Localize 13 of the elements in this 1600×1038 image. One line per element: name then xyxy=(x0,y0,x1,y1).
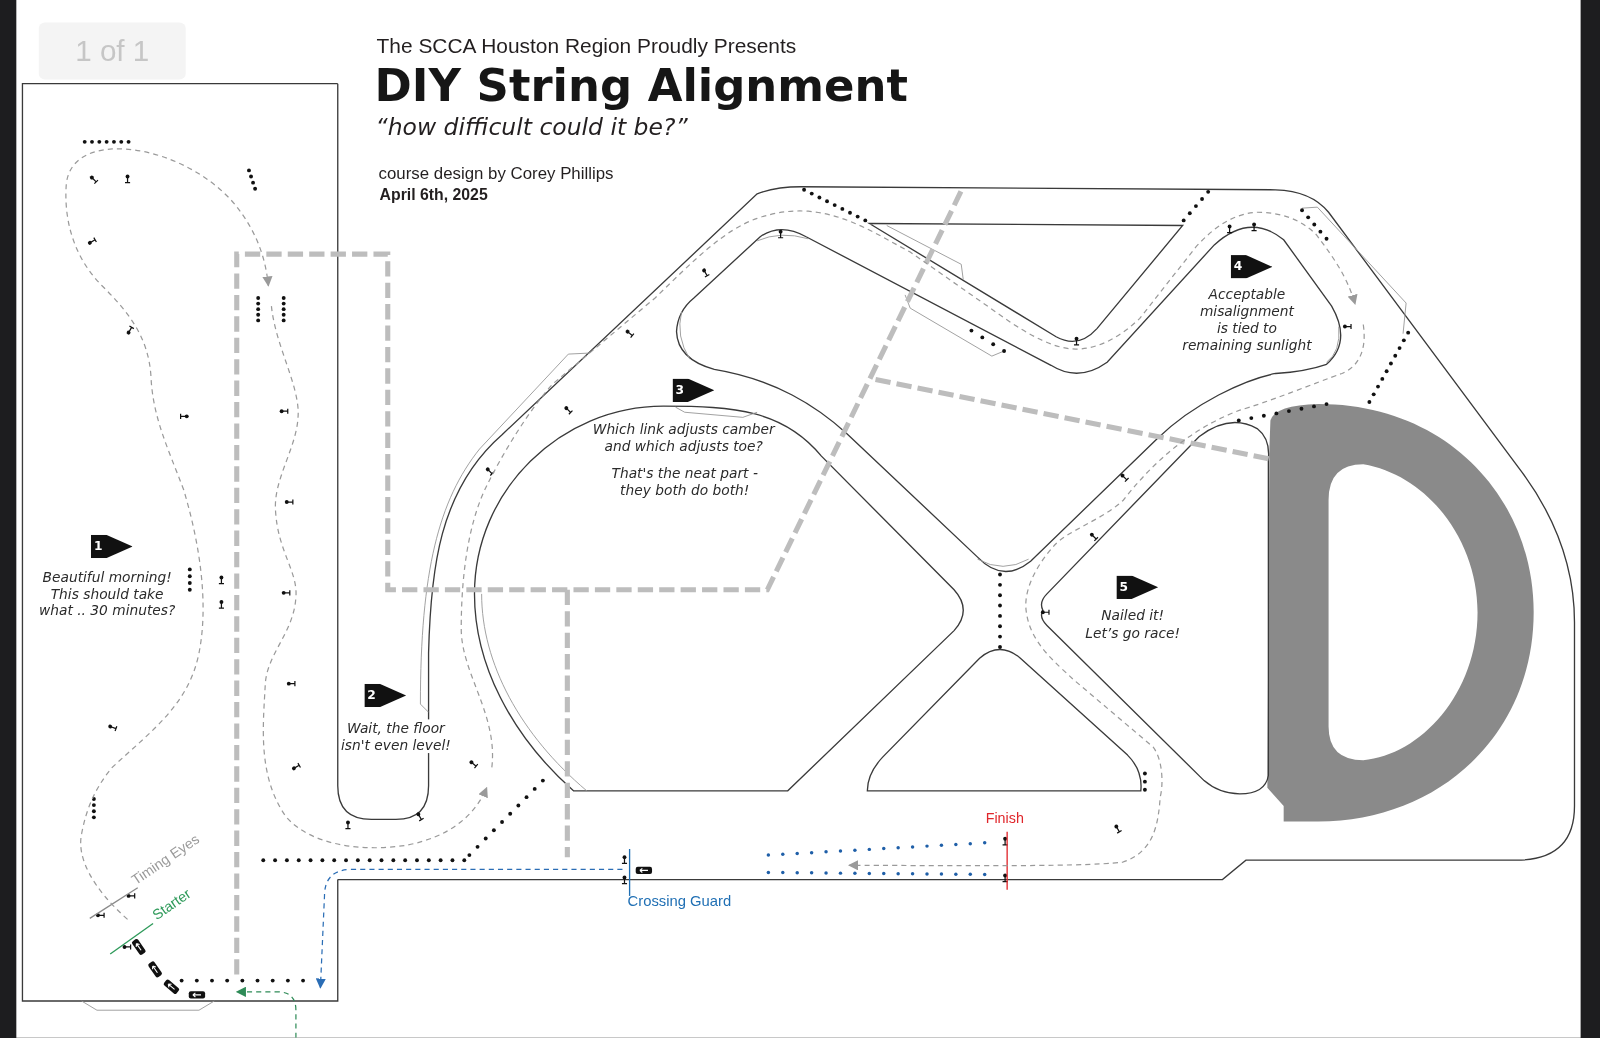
finish-label: Finish xyxy=(985,810,1024,827)
flag-caption: Beautiful morning! This should take what .. 30 minutes? xyxy=(38,568,176,619)
flag-caption: Which link adjusts camber and which adjusts toe? xyxy=(592,420,775,455)
tagline: “how difficult could it be?” xyxy=(375,113,688,140)
crossing-guard-label: Crossing Guard xyxy=(627,892,732,910)
flag-caption: Nailed it! Let’s go race! xyxy=(1085,607,1180,641)
page-title: DIY String Alignment xyxy=(374,59,908,112)
designer-credit: course design by Corey Phillips xyxy=(378,163,614,183)
event-date: April 6th, 2025 xyxy=(379,185,488,205)
presenter-line: The SCCA Houston Region Proudly Presents xyxy=(376,33,797,59)
flag-caption: That's the neat part - they both do both! xyxy=(611,464,758,498)
flag-caption: Acceptable misalignment is tied to remaining sunlight xyxy=(1182,285,1312,354)
flag-caption: Wait, the floor isn't even level! xyxy=(341,719,451,754)
